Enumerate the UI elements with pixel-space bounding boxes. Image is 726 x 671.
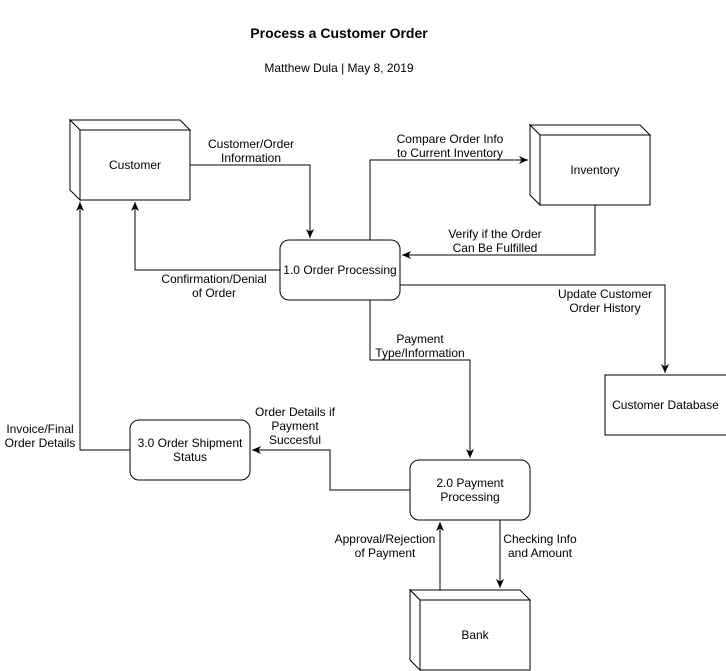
flow-shipment-to-customer bbox=[76, 202, 130, 451]
flow-label-checking-info-2: and Amount bbox=[507, 546, 573, 560]
flow-label-approval-rejection-1: Approval/Rejection bbox=[334, 532, 436, 546]
flow-order-processing-to-payment bbox=[369, 300, 474, 458]
flow-label-compare-order-info-1: Compare Order Info bbox=[396, 132, 504, 146]
flow-label-invoice-1: Invoice/Final bbox=[6, 422, 74, 436]
flow-label-payment-type-1: Payment bbox=[396, 332, 444, 346]
flow-label-confirmation-denial-1: Confirmation/Denial bbox=[161, 272, 267, 286]
customer-label: Customer bbox=[108, 158, 161, 172]
flow-label-order-details-2: Payment bbox=[271, 419, 319, 433]
customer-database-label: Customer Database bbox=[612, 398, 719, 412]
flow-label-customer-order-info-1: Customer/Order bbox=[207, 137, 295, 151]
flow-order-processing-to-database bbox=[400, 284, 669, 373]
flow-payment-to-shipment bbox=[252, 446, 410, 491]
bank-label: Bank bbox=[461, 628, 489, 642]
payment-processing-label-line2: Processing bbox=[440, 490, 500, 504]
flow-label-update-history-2: Order History bbox=[569, 301, 641, 315]
flow-label-invoice-2: Order Details bbox=[4, 436, 76, 450]
flow-label-checking-info-1: Checking Info bbox=[503, 532, 577, 546]
customer-entity[interactable] bbox=[68, 118, 192, 202]
customer-database-store[interactable] bbox=[604, 374, 726, 436]
flow-label-verify-order-2: Can Be Fulfilled bbox=[452, 241, 538, 255]
flow-order-processing-to-customer bbox=[131, 202, 280, 271]
flow-inventory-to-order-processing bbox=[402, 205, 596, 259]
page-title: Process a Customer Order bbox=[250, 25, 428, 41]
inventory-label: Inventory bbox=[570, 163, 620, 177]
flow-label-confirmation-denial-2: of Order bbox=[191, 286, 236, 300]
flow-customer-to-order-processing bbox=[190, 164, 314, 238]
flow-label-update-history-1: Update Customer bbox=[557, 287, 653, 301]
flow-label-order-details-3: Succesful bbox=[268, 433, 322, 447]
flow-label-approval-rejection-2: of Payment bbox=[354, 546, 416, 560]
bank-entity[interactable] bbox=[408, 588, 532, 671]
shipment-status-label-line1: 3.0 Order Shipment bbox=[137, 436, 243, 450]
shipment-status-label-line2: Status bbox=[172, 450, 208, 464]
flow-label-customer-order-info-2: Information bbox=[220, 151, 282, 165]
order-processing-label: 1.0 Order Processing bbox=[283, 263, 397, 277]
flow-label-compare-order-info-2: to Current Inventory bbox=[396, 146, 504, 160]
flow-label-order-details-1: Order Details if bbox=[254, 405, 336, 419]
flow-label-verify-order-1: Verify if the Order bbox=[448, 227, 542, 241]
flow-label-payment-type-2: Type/Information bbox=[375, 346, 465, 360]
page-subtitle: Matthew Dula | May 8, 2019 bbox=[264, 61, 414, 75]
flow-order-processing-to-inventory bbox=[369, 156, 528, 240]
payment-processing-label-line1: 2.0 Payment bbox=[436, 476, 504, 490]
